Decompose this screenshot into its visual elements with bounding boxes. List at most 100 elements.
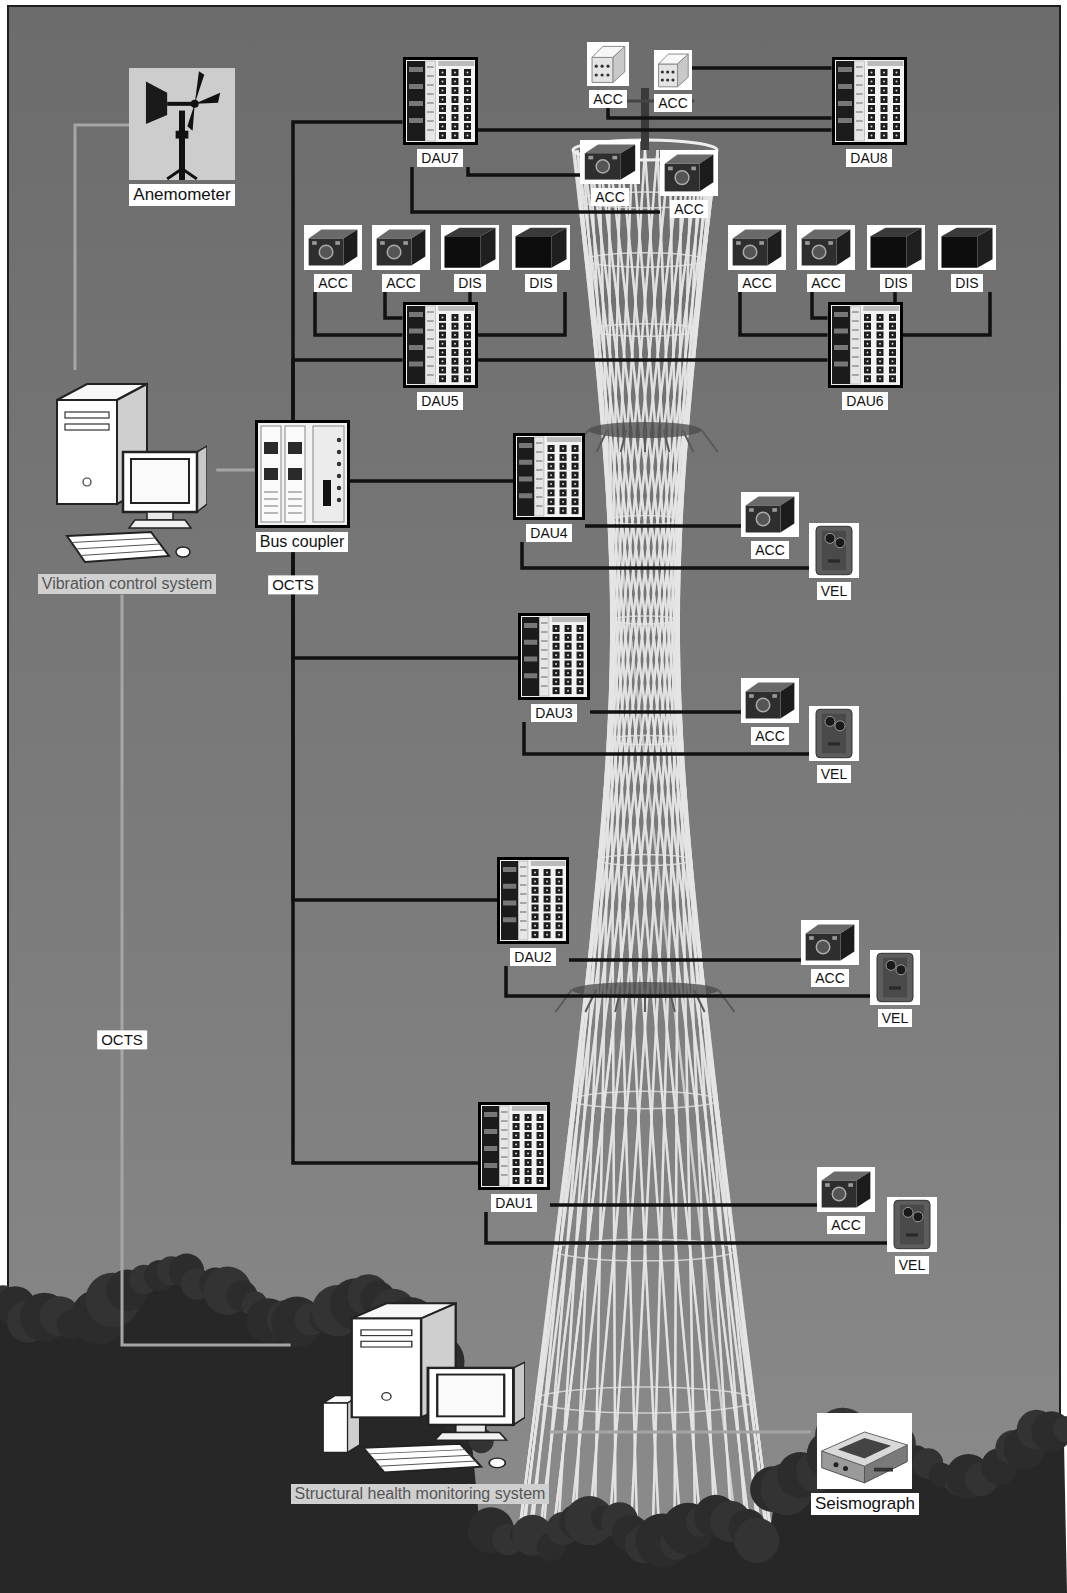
drawing-shape [537, 1177, 544, 1184]
drawing-shape [439, 114, 446, 121]
drawing-shape [451, 323, 458, 330]
tower-member [511, 150, 691, 1593]
drawing-shape [601, 73, 604, 76]
drawing-shape [864, 332, 871, 339]
drawing-shape [553, 661, 560, 668]
drawing-shape [441, 378, 443, 380]
drawing-shape [80, 550, 164, 556]
drawing-shape [454, 369, 456, 371]
drawing-shape [454, 117, 456, 119]
drawing-shape [439, 367, 446, 374]
node-label: Seismograph [811, 1493, 919, 1515]
drawing-shape [531, 861, 566, 866]
displacement-sensor-icon [867, 225, 925, 270]
drawing-shape [464, 340, 471, 347]
drawing-shape [746, 692, 781, 719]
drawing-shape [261, 426, 281, 522]
tower-member [593, 150, 620, 1593]
drawing-shape [451, 340, 458, 347]
tower-member [577, 150, 769, 1593]
drawing-shape [883, 135, 885, 137]
drawing-shape [883, 99, 885, 101]
drawing-shape [182, 169, 197, 179]
drawing-shape [466, 117, 468, 119]
drawing-shape [464, 105, 471, 112]
drawing-shape [441, 225, 499, 270]
drawing-shape [595, 73, 598, 76]
drawing-shape [856, 85, 863, 86]
velocity-sensor-icon [887, 1197, 937, 1252]
drawing-shape [691, 167, 696, 171]
drawing-shape [659, 64, 678, 87]
drawing-shape [176, 131, 189, 139]
drawing-shape [880, 78, 887, 85]
drawing-shape [484, 1112, 497, 1117]
drawing-shape [585, 153, 621, 179]
drawing-shape [147, 512, 173, 520]
drawing-shape [835, 538, 845, 548]
tower-deck [664, 430, 669, 452]
data-acquisition-unit: DAU8 [832, 57, 907, 167]
drawing-shape [550, 474, 552, 476]
drawing-shape [454, 99, 456, 101]
drawing-shape [537, 1114, 544, 1121]
drawing-shape [464, 114, 471, 121]
drawing-shape [441, 334, 443, 336]
drawing-shape [756, 698, 770, 712]
drawing-shape [565, 669, 572, 676]
drawing-shape [427, 339, 434, 340]
drawing-shape [876, 375, 883, 382]
control-computer-icon [47, 370, 207, 570]
drawing-shape [534, 907, 536, 909]
drawing-shape [864, 367, 871, 374]
drawing-shape [539, 1144, 541, 1146]
drawing-shape [883, 126, 885, 128]
drawing-shape [555, 628, 557, 630]
drawing-shape [288, 513, 302, 514]
node-label: ACC [670, 200, 708, 218]
drawing-shape [352, 1303, 525, 1472]
drawing-shape [411, 230, 425, 266]
drawing-shape [527, 1153, 529, 1155]
drawing-shape [539, 1126, 541, 1128]
data-acquisition-unit-icon [403, 57, 478, 145]
drawing-shape [466, 378, 468, 380]
drawing-shape [728, 225, 786, 270]
drawing-shape [532, 913, 539, 920]
drawing-shape [532, 922, 539, 929]
tower-deck [621, 430, 626, 452]
drawing-shape [503, 917, 516, 922]
drawing-shape [441, 352, 443, 354]
drawing-shape [536, 443, 542, 444]
node-label: ACC [827, 1216, 865, 1234]
drawing-shape [572, 481, 579, 488]
drawing-shape [852, 357, 859, 358]
drawing-shape [864, 375, 871, 382]
accelerometer: ACC [372, 225, 430, 292]
accelerometer: ACC [801, 920, 859, 987]
drawing-shape [501, 1130, 507, 1131]
drawing-shape [822, 1181, 857, 1208]
drawing-shape [574, 448, 576, 450]
drawing-shape [836, 230, 850, 266]
drawing-shape [866, 352, 868, 354]
drawing-shape [863, 306, 899, 311]
drawing-shape [537, 1168, 544, 1175]
drawing-shape [565, 625, 572, 632]
drawing-shape [553, 643, 560, 650]
drawing-shape [539, 1153, 541, 1155]
drawing-shape [288, 492, 302, 493]
drawing-shape [515, 1162, 517, 1164]
drawing-shape [817, 1167, 875, 1212]
drawing-shape [868, 69, 875, 76]
drawing-shape [500, 1106, 509, 1186]
drawing-shape [550, 483, 552, 485]
seismograph: Seismograph [811, 1413, 919, 1515]
drawing-shape [579, 645, 581, 647]
node-label: Structural health monitoring system [291, 1484, 550, 1504]
drawing-shape [891, 360, 893, 362]
drawing-shape [441, 317, 443, 319]
tower-deck [718, 990, 734, 1012]
drawing-shape [852, 330, 859, 331]
drawing-shape [451, 314, 458, 321]
